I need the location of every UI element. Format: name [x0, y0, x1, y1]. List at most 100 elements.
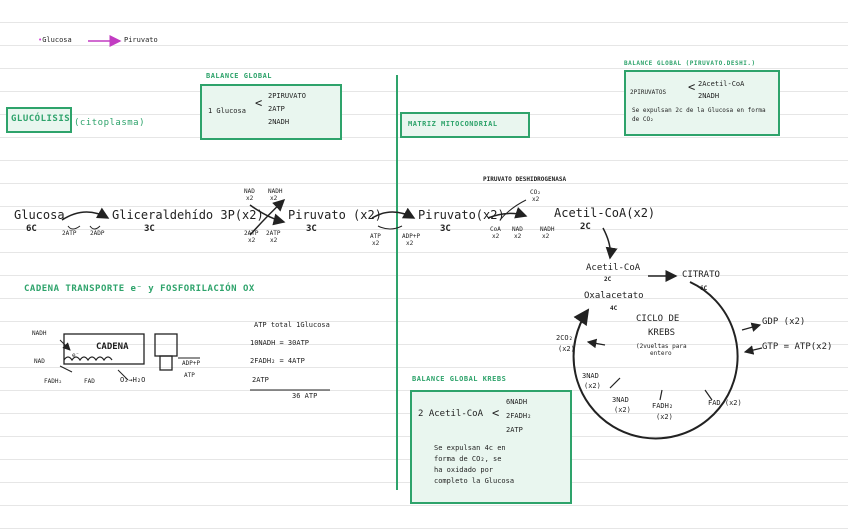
- nad-2: NAD: [512, 226, 523, 233]
- piruvato-1: Piruvato (x2): [288, 208, 382, 222]
- nadh-2: NADH: [540, 226, 555, 233]
- balance-krebs-note-4: completo la Glucosa: [434, 477, 515, 485]
- balance-piruvato-item-1: 2Acetil-CoA: [698, 80, 745, 88]
- arrow-piruvato-transport: [371, 207, 416, 219]
- krebs-nad-b-n: (x2): [614, 406, 631, 414]
- atp-transport: ATP: [370, 233, 381, 240]
- intro-from: Glucosa: [42, 36, 72, 44]
- co2-out: CO₂: [530, 189, 541, 196]
- cadena-nadh: NADH: [32, 330, 47, 337]
- arrow-acetil-krebs: [602, 227, 618, 260]
- cadena-fadh: FADH₂: [44, 378, 63, 385]
- krebs-fadh-n: (x2): [656, 413, 673, 421]
- cadena-nad: NAD: [34, 358, 45, 365]
- balance-krebs-note-2: forma de CO₂, se: [434, 455, 502, 463]
- krebs-title-1: CICLO DE: [636, 314, 680, 324]
- balance-krebs-heading: BALANCE GLOBAL KREBS: [412, 375, 507, 383]
- matriz-title: MATRIZ MITOCONDRIAL: [408, 120, 498, 128]
- nad-1: NAD: [244, 188, 255, 195]
- balance-piruvato-item-2: 2NADH: [698, 92, 720, 100]
- intro-to: Piruvato: [124, 36, 158, 44]
- cadena-label: CADENA: [96, 342, 129, 352]
- balance-piruvato-heading: BALANCE GLOBAL (PIRUVATO.DESHI.): [624, 60, 756, 67]
- atp-total-sum: 36 ATP: [292, 392, 318, 400]
- krebs-fadh: FADH₂: [652, 402, 674, 410]
- balance-krebs-item-3: 2ATP: [506, 426, 523, 434]
- krebs-co2-n: (x2): [558, 345, 575, 353]
- krebs-acetil-c: 2C: [604, 276, 612, 283]
- arrow-piruvato-acetil: [487, 206, 528, 219]
- krebs-gtp: GTP = ATP(x2): [762, 342, 833, 352]
- balance-piruvato-left: 2PIRUVATOS: [630, 89, 667, 96]
- atp-2-n: x2: [248, 237, 256, 244]
- balance-item-3: 2NADH: [268, 118, 290, 126]
- nadh-1: NADH: [268, 188, 283, 195]
- atp-total-line-1: 10NADH = 30ATP: [250, 339, 310, 347]
- adp-p-transport: ADP+P: [402, 233, 421, 240]
- glucolisis-location: (citoplasma): [74, 118, 146, 128]
- cadena-adp: ADP+P: [182, 360, 201, 367]
- krebs-sub-2: entero: [650, 350, 672, 357]
- acetil-coa: Acetil-CoA(x2): [554, 206, 656, 220]
- balance-piruvato-box: 2PIRUVATOS < 2Acetil-CoA 2NADH Se expuls…: [624, 70, 780, 136]
- atp-in: 2ATP: [62, 230, 77, 237]
- nadh-1-n: x2: [270, 195, 278, 202]
- g3p-c: 3C: [144, 224, 155, 234]
- pdh-label: PIRUVATO DESHIDROGENASA: [483, 176, 567, 183]
- krebs-co2: 2CO₂: [556, 334, 573, 342]
- adp-out: 2ADP: [90, 230, 105, 237]
- glucolisis-box: GLUCÓLISIS: [6, 107, 72, 133]
- cadena-o2: O₂→H₂O: [120, 376, 146, 384]
- cadena-e: e⁻: [72, 352, 80, 359]
- atp-total-line-3: 2ATP: [252, 376, 269, 384]
- piruvato-2: Piruvato(x2): [418, 208, 505, 222]
- arrow-glucosa-g3p: [61, 207, 110, 221]
- balance-item-1: 2PIRUVATO: [268, 92, 306, 100]
- piruvato-2-c: 3C: [440, 224, 451, 234]
- g3p: Gliceraldehído 3P(x2): [112, 208, 264, 222]
- balance-krebs-note-1: Se expulsan 4c en: [434, 444, 506, 452]
- atp-3: 2ATP: [266, 230, 281, 237]
- cadena-atp: ATP: [184, 372, 195, 379]
- krebs-fad: FAD (x2): [708, 399, 742, 407]
- balance-krebs-left: 2 Acetil-CoA: [418, 409, 484, 419]
- balance-global-box: 1 Glucosa < 2PIRUVATO 2ATP 2NADH: [200, 84, 342, 140]
- krebs-acetil: Acetil-CoA: [586, 263, 641, 273]
- krebs-sub-1: (2vueltas para: [636, 343, 687, 350]
- krebs-oxalacetato: Oxalacetato: [584, 291, 644, 301]
- atp-transport-n: x2: [372, 240, 380, 247]
- nad-1-n: x2: [246, 195, 254, 202]
- acetil-coa-c: 2C: [580, 222, 591, 232]
- krebs-cycle-ring: [572, 281, 739, 440]
- krebs-citrato-c: 6C: [700, 285, 708, 292]
- krebs-nad-a: 3NAD: [582, 372, 599, 380]
- krebs-nad-b: 3NAD: [612, 396, 629, 404]
- cadena-title: CADENA TRANSPORTE e⁻ y FOSFORILACIÓN OX: [24, 284, 255, 294]
- glucosa: Glucosa: [14, 208, 65, 222]
- balance-krebs-box: 2 Acetil-CoA < 6NADH 2FADH₂ 2ATP Se expu…: [410, 390, 572, 504]
- atp-total-header: ATP total 1Glucosa: [254, 321, 330, 329]
- nad-2-n: x2: [514, 233, 522, 240]
- glucolisis-title: GLUCÓLISIS: [11, 114, 71, 124]
- co2-out-n: x2: [532, 196, 540, 203]
- glucosa-c: 6C: [26, 224, 37, 234]
- atp-3-n: x2: [270, 237, 278, 244]
- adp-p-transport-n: x2: [406, 240, 414, 247]
- balance-global-heading: BALANCE GLOBAL: [206, 72, 273, 80]
- coa-in-n: x2: [492, 233, 500, 240]
- atp-total-line-2: 2FADH₂ = 4ATP: [250, 357, 305, 365]
- krebs-nad-a-n: (x2): [584, 382, 601, 390]
- krebs-title-2: KREBS: [648, 328, 676, 338]
- balance-piruvato-note: Se expulsan 2c de la Glucosa en forma de…: [632, 107, 766, 123]
- matriz-box: MATRIZ MITOCONDRIAL: [400, 112, 530, 138]
- piruvato-1-c: 3C: [306, 224, 317, 234]
- coa-in: CoA: [490, 226, 501, 233]
- balance-item-2: 2ATP: [268, 105, 285, 113]
- nadh-2-n: x2: [542, 233, 550, 240]
- krebs-gdp: GDP (x2): [762, 317, 806, 327]
- intro-line: •Glucosa: [38, 36, 72, 44]
- atp-2: 2ATP: [244, 230, 259, 237]
- balance-krebs-item-2: 2FADH₂: [506, 412, 532, 420]
- cadena-fad: FAD: [84, 378, 95, 385]
